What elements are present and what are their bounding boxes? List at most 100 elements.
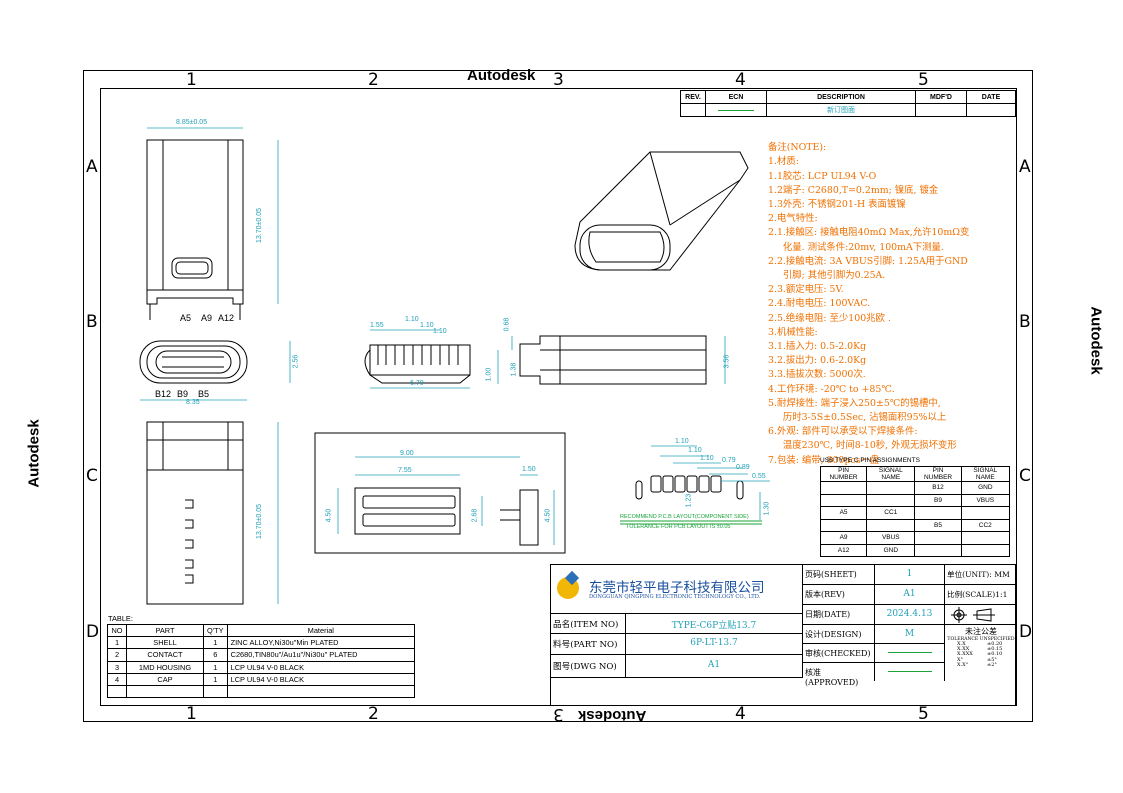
note-line: 3.3.插拔次数: 5000次. bbox=[768, 369, 866, 381]
zone-row-d-right: D bbox=[1019, 622, 1033, 642]
rev-value: A1 bbox=[875, 585, 945, 605]
pin-table-title: USB TYPE C PIN ASSIGNMENTS bbox=[820, 457, 920, 464]
dim-pcb-1: 1.10 bbox=[675, 438, 689, 445]
dim-top-width: 8.85±0.05 bbox=[176, 119, 208, 126]
pcb-tolerance-label: TOLERANCE FOR PCB LAYOUT IS ±0.05 bbox=[626, 524, 731, 530]
side-profile bbox=[369, 344, 471, 376]
note-line: 2.5.绝缘电阻: 至少100兆欧 . bbox=[768, 312, 891, 324]
zone-col-1-bottom: 1 bbox=[186, 704, 197, 724]
zone-col-3: 3 bbox=[553, 70, 564, 90]
front-view-shell bbox=[139, 340, 248, 384]
zone-row-d: D bbox=[86, 622, 100, 642]
dim-detail-h1: 4.50 bbox=[325, 508, 333, 523]
dim-side-b: 1.00 bbox=[485, 367, 493, 382]
note-line: 2.3.额定电压: 5V. bbox=[768, 284, 844, 296]
detail-box bbox=[314, 432, 566, 554]
zone-col-5-bottom: 5 bbox=[918, 704, 929, 724]
dim-pitch-d: 1.10 bbox=[433, 328, 447, 335]
dim-detail-side-h: 4.50 bbox=[544, 508, 552, 523]
dim-side-c: 1.38 bbox=[510, 362, 518, 377]
pin-label-b5: B5 bbox=[198, 389, 210, 399]
pin-label-a12: A12 bbox=[218, 313, 235, 323]
dim-pcb-2: 1.10 bbox=[688, 447, 702, 454]
note-line: 4.工作环境: -20℃ to +85℃. bbox=[768, 383, 895, 395]
pin-label-b12: B12 bbox=[155, 389, 172, 399]
dim-pitch-a: 1.55 bbox=[370, 322, 384, 329]
rev-label: 版本(REV) bbox=[803, 585, 875, 605]
dim-detail-side-w: 1.50 bbox=[522, 466, 536, 473]
dim-pcb-4: 0.79 bbox=[722, 457, 736, 464]
pin-table-header: SIGNAL NAME bbox=[960, 466, 1011, 482]
zone-col-2: 2 bbox=[368, 70, 379, 90]
approved-label: 核准(APPROVED) bbox=[803, 663, 875, 687]
note-line: 2.4.耐电电压: 100VAC. bbox=[768, 298, 871, 310]
date-value: 2024.4.13 bbox=[875, 605, 945, 625]
note-line: 引脚; 其他引脚为0.25A. bbox=[768, 270, 886, 282]
top-view-slot bbox=[171, 257, 213, 279]
dim-span: 6.70 bbox=[410, 380, 424, 387]
note-line: 3.机械性能: bbox=[768, 326, 818, 338]
zone-row-c-right: C bbox=[1019, 466, 1031, 486]
dwg-no-label: 图号(DWG NO) bbox=[551, 655, 626, 678]
dim-detail-h2: 2.68 bbox=[471, 508, 479, 523]
pin-label-a5: A5 bbox=[180, 313, 192, 323]
tolerance-block: 未注公差 TOLERANCE UNSPECIFIED X.X±0.20 X.XX… bbox=[945, 625, 1017, 681]
zone-row-b: B bbox=[86, 312, 98, 332]
part-no-label: 料号(PART NO) bbox=[551, 634, 626, 655]
zone-row-a-right: A bbox=[1019, 157, 1031, 177]
dim-bottom-height: 13.70±0.05 bbox=[255, 504, 263, 539]
bom-header: Material bbox=[226, 623, 416, 638]
note-line: 2.1.接触区: 接触电阻40mΩ Max,允许10mΩ变 bbox=[768, 227, 970, 239]
zone-row-c: C bbox=[86, 466, 98, 486]
dim-side-a: 0.68 bbox=[503, 317, 511, 332]
dwg-no-value: A1 bbox=[626, 655, 803, 678]
part-no-value: 6P-LT-13.7 bbox=[626, 634, 803, 655]
dim-top-height: 13.70±0.05 bbox=[255, 208, 263, 243]
zone-col-1: 1 bbox=[186, 70, 197, 90]
revision-description: 新订图面 bbox=[766, 103, 916, 117]
pin-table-header: PIN NUMBER bbox=[819, 466, 868, 482]
title-block: 东莞市轻平电子科技有限公司 DONGGUAN QINGPING ELECTRON… bbox=[550, 564, 1017, 706]
dim-detail-w2: 7.55 bbox=[398, 467, 412, 474]
side-view bbox=[519, 335, 707, 385]
table-row bbox=[107, 684, 416, 699]
company-name-en: DONGGUAN QINGPING ELECTRONIC TECHNOLOGY … bbox=[589, 594, 761, 600]
zone-row-b-right: B bbox=[1019, 312, 1031, 332]
date-label: 日期(DATE) bbox=[803, 605, 875, 625]
design-value: M bbox=[875, 625, 945, 644]
dim-pcb-3: 1.10 bbox=[700, 455, 714, 462]
watermark-top: Autodesk bbox=[467, 67, 536, 84]
tolerance-title: 未注公差 bbox=[965, 627, 997, 636]
pin-table-header: PIN NUMBER bbox=[914, 466, 962, 482]
checked-label: 审核(CHECKED) bbox=[803, 644, 875, 663]
note-line: 备注(NOTE): bbox=[768, 142, 827, 154]
pin-assignment-table: PIN NUMBER SIGNAL NAME PIN NUMBER SIGNAL… bbox=[819, 466, 1011, 557]
company-name-cn: 东莞市轻平电子科技有限公司 bbox=[589, 580, 765, 596]
dim-detail-w1: 9.00 bbox=[400, 450, 414, 457]
sheet-label: 页码(SHEET) bbox=[803, 565, 875, 585]
company-cell: 东莞市轻平电子科技有限公司 DONGGUAN QINGPING ELECTRON… bbox=[551, 565, 803, 614]
dim-front-width: 8.35 bbox=[186, 399, 200, 406]
scale-label: 比例(SCALE)1:1 bbox=[945, 585, 1017, 605]
top-view-body bbox=[146, 139, 244, 291]
dim-pitch-b: 1.10 bbox=[405, 316, 419, 323]
dim-front-height: 2.56 bbox=[292, 354, 300, 369]
revision-table: REV. ECN DESCRIPTION MDF'D DATE 新订图面 bbox=[680, 90, 1016, 117]
note-line: 3.2.拔出力: 0.6-2.0Kg bbox=[768, 355, 867, 367]
dim-pcb-5: 0.89 bbox=[736, 464, 750, 471]
tolerance-subtitle: TOLERANCE UNSPECIFIED bbox=[947, 637, 1015, 642]
note-line: 7.包装: 编带, 800pcs一盘 bbox=[768, 454, 880, 466]
bottom-view-body bbox=[146, 421, 244, 605]
zone-col-4: 4 bbox=[735, 70, 746, 90]
